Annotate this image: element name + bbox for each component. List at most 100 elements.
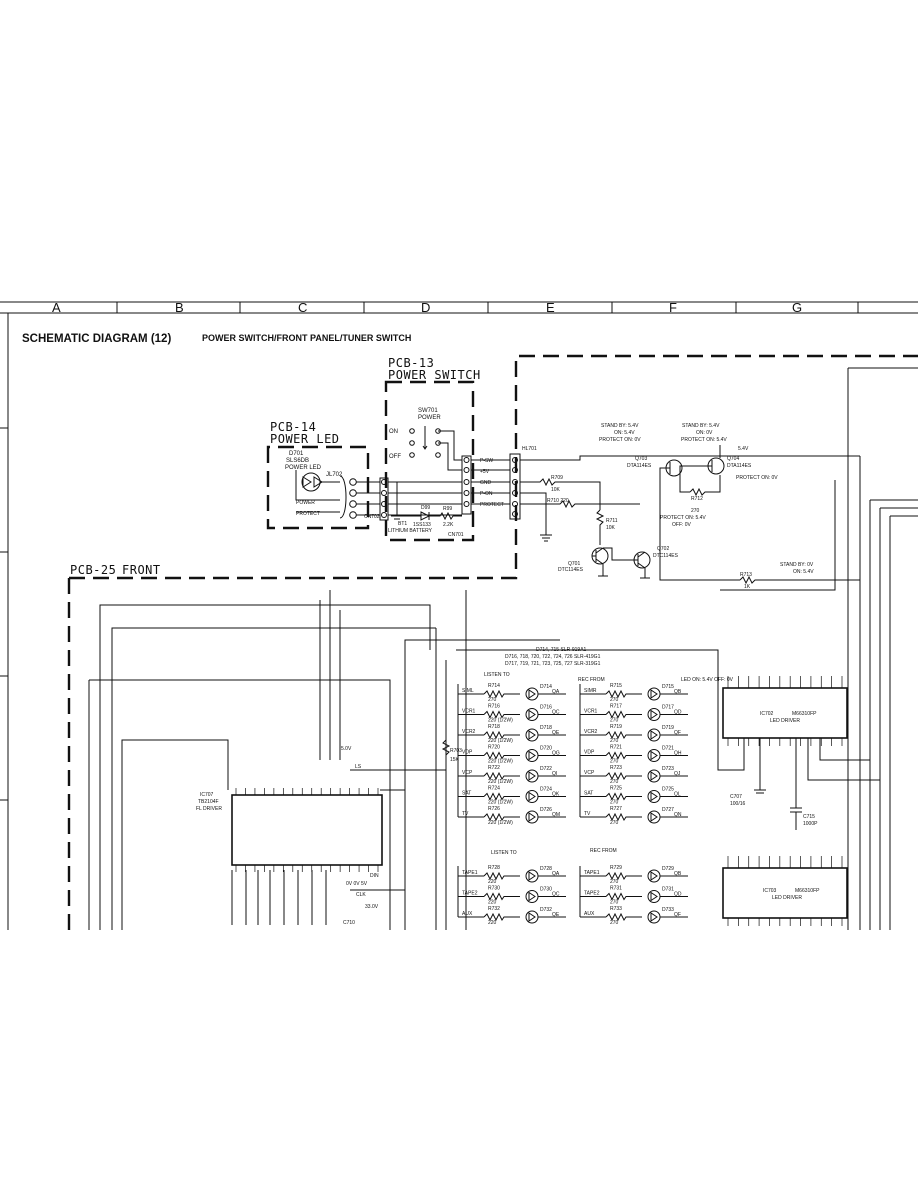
led-source-label: TAPE1 [462, 870, 478, 876]
led-ref: D719 [662, 725, 674, 731]
v-note: 0V 0V 5V [346, 881, 368, 887]
sw-off-label: OFF [389, 454, 401, 460]
on1: ON: 5.4V [614, 430, 635, 436]
c707-ref: C707 [730, 794, 742, 800]
led-source-label: TAPE2 [462, 891, 478, 897]
led-symbol [525, 910, 539, 924]
tuner-switch-circuit: R709 10K R710 220 R711 10K Q701 DTC114ES… [520, 367, 918, 930]
ic703-label: LED DRIVER [772, 895, 802, 901]
led-ref: D715 [662, 684, 674, 690]
led-source-label: VDP [462, 750, 473, 756]
led-symbol [647, 749, 661, 762]
resistor-value: 270 [610, 800, 619, 806]
r712-ref: R712 [691, 496, 703, 502]
r713-ref: R713 [740, 572, 752, 578]
led-ref: D733 [662, 907, 674, 913]
led-source-label: SAT [462, 791, 471, 797]
ic702-ref: IC702 [760, 711, 774, 717]
grid-col-g: G [792, 300, 802, 315]
led-source-label: VCP [584, 770, 595, 776]
resistor-ref: R723 [610, 765, 622, 771]
led-symbol [525, 687, 539, 701]
sw701-label: POWER [418, 415, 441, 421]
led-source-label: TV [462, 811, 469, 817]
led-ref: D732 [540, 907, 552, 913]
net-label: QA [552, 871, 560, 877]
h-gnd: GND [480, 480, 492, 486]
r713-val: 1K [744, 584, 751, 590]
resistor-value: 270 [610, 900, 619, 906]
net-label: QM [552, 812, 560, 818]
net-label: QJ [674, 771, 681, 777]
v54-label: 5.4V [738, 446, 749, 452]
led-symbol [647, 890, 661, 903]
pcb25-desc: FRONT [122, 563, 161, 577]
net-label: QK [552, 792, 560, 798]
led-symbol [647, 708, 661, 721]
led-ref: D726 [540, 807, 552, 813]
led-source-label: SAT [584, 791, 593, 797]
resistor-ref: R729 [610, 865, 622, 871]
led-symbol [525, 708, 539, 721]
diagram-title: SCHEMATIC DIAGRAM (12) [22, 333, 171, 345]
grid-ruler: A B C D E F G [0, 300, 918, 930]
grid-col-e: E [546, 300, 555, 315]
led-ref: D714 [540, 684, 552, 690]
net-label: QF [674, 730, 681, 736]
resistor-ref: R718 [488, 724, 500, 730]
off4: OFF: 0V [672, 522, 692, 528]
r709-ref: R709 [551, 475, 563, 481]
led-symbol [525, 728, 539, 742]
resistor-ref: R717 [610, 704, 622, 710]
resistor-ref: R732 [488, 906, 500, 912]
ic707-ref: IC707 [200, 792, 214, 798]
led-symbol [647, 869, 661, 883]
q704-ref: Q704 [727, 456, 739, 462]
q701-ref: Q701 [568, 561, 580, 567]
net-label: QH [674, 751, 682, 757]
c707-val: 100/16 [730, 801, 746, 807]
led-ref: D724 [540, 787, 552, 793]
r99-val: 2.2K [443, 522, 454, 528]
resistor-ref: R716 [488, 704, 500, 710]
resistor-value: 220 (1/2W) [488, 820, 513, 826]
net-label: QD [674, 892, 682, 898]
hl701-label: HL701 [522, 446, 537, 452]
r710-ref: R710 220 [547, 498, 569, 504]
led-source-label: VCR2 [584, 729, 598, 735]
grid-col-a: A [52, 300, 61, 315]
led-source-label: VCP [462, 770, 473, 776]
d701-part: SLS6DB [286, 458, 309, 464]
resistor-value: 270 [610, 920, 619, 926]
grid-col-c: C [298, 300, 307, 315]
resistor-value: 220 (1/2W) [488, 738, 513, 744]
led-symbol [647, 769, 661, 783]
led-source-label: TV [584, 811, 591, 817]
led-driver-ic703: IC703 M66310FP LED DRIVER [722, 856, 848, 926]
r99-ref: R99 [443, 506, 452, 512]
protect4: PROTECT ON: 5.4V [660, 515, 706, 521]
power-switch-circuit: SW701 POWER ON OFF P-SW +5V GND P-ON PRO… [388, 408, 504, 538]
r703-ref: R703 [450, 748, 462, 754]
led-symbol [647, 810, 661, 824]
c710-label: C710 [343, 920, 355, 926]
q703-ref: Q703 [635, 456, 647, 462]
net-label: QC [552, 710, 560, 716]
led-symbol [525, 790, 539, 803]
led-ref: D725 [662, 787, 674, 793]
led-symbol [647, 728, 661, 742]
resistor-ref: R714 [488, 683, 500, 689]
q703-part: DTA114ES [627, 463, 652, 469]
listen-label-2: LISTEN TO [491, 850, 517, 856]
net-label: QG [552, 751, 560, 757]
resistor-ref: R727 [610, 806, 622, 812]
cn701-label: CN701 [448, 532, 464, 538]
h-psw: P-SW [480, 458, 493, 464]
